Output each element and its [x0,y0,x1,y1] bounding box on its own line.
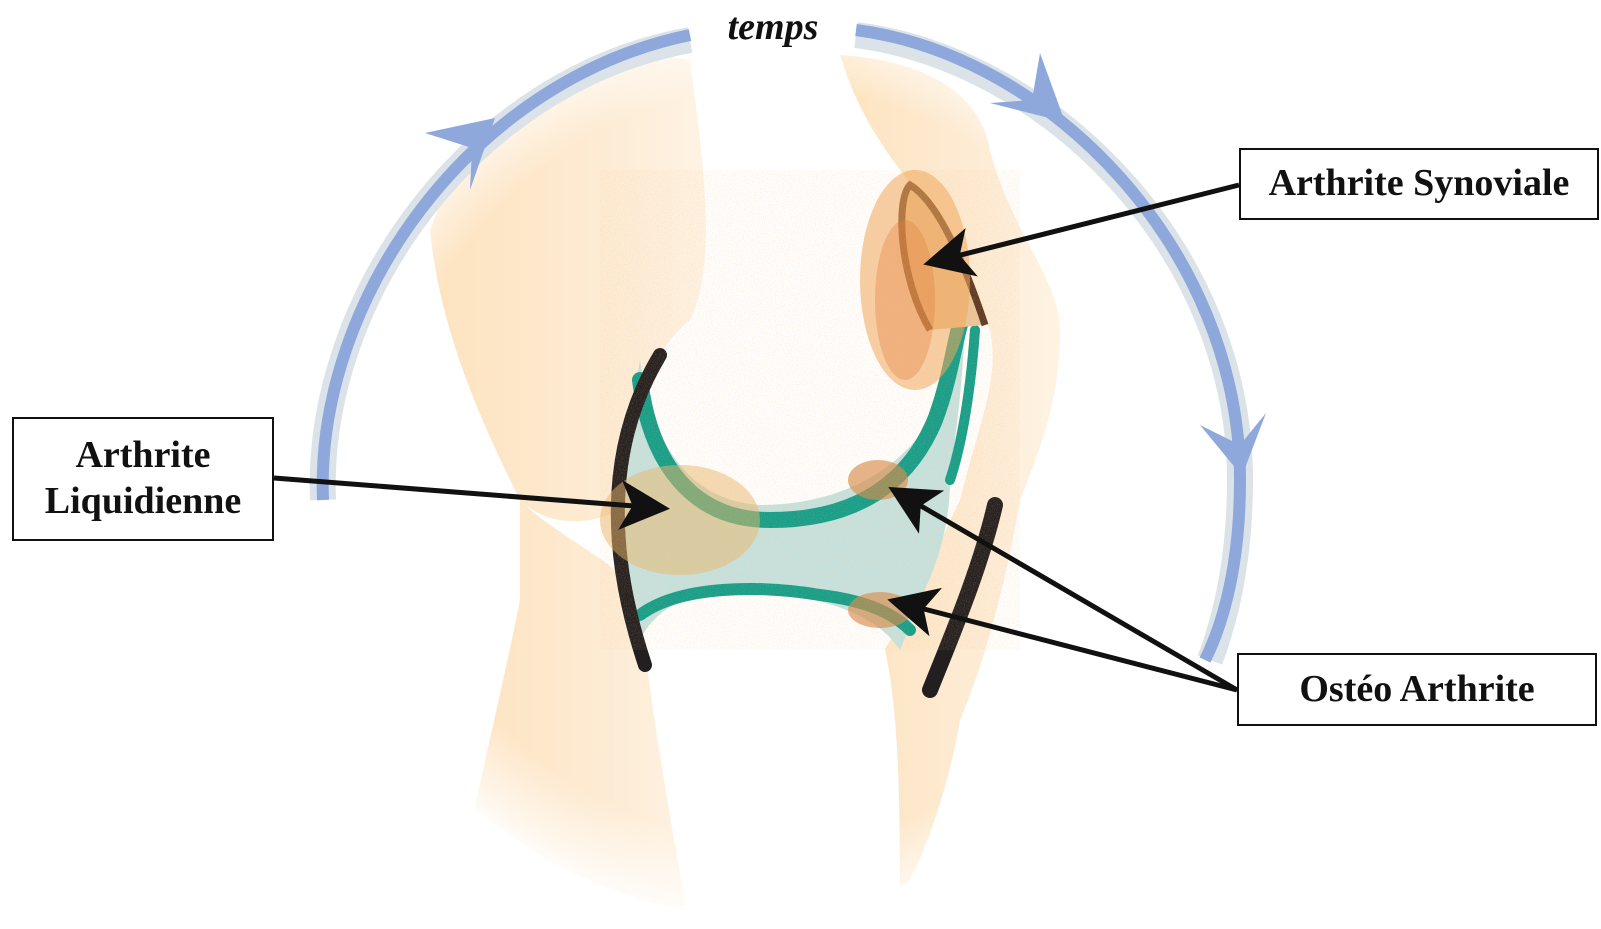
label-arthrite-liquidienne-text: Arthrite Liquidienne [45,433,241,524]
label-arthrite-liquidienne: Arthrite Liquidienne [12,417,274,541]
label-arthrite-synoviale: Arthrite Synoviale [1239,148,1599,220]
label-liquidienne-line1: Arthrite [45,433,241,479]
label-liquidienne-line2: Liquidienne [45,479,241,525]
label-osteo-arthrite-text: Ostéo Arthrite [1299,667,1534,713]
time-title: temps [692,0,854,54]
label-osteo-arthrite: Ostéo Arthrite [1237,653,1597,726]
label-arthrite-synoviale-text: Arthrite Synoviale [1269,161,1570,207]
